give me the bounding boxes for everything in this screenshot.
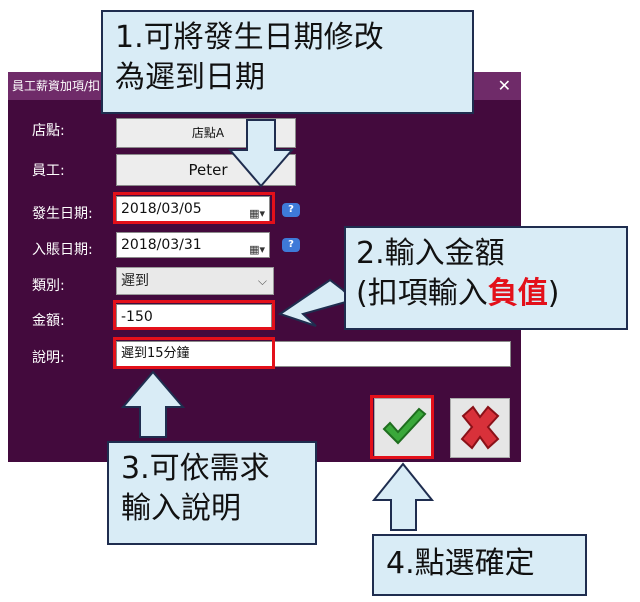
callout-step-2: 2.輸入金額 (扣項輸入負值) <box>344 226 628 330</box>
callout-step-4: 4.點選確定 <box>372 534 587 596</box>
callout-2-line-2-post: ) <box>547 276 560 311</box>
help-icon[interactable]: ? <box>282 238 300 252</box>
callout-step-3: 3.可依需求 輸入說明 <box>107 441 317 545</box>
callout-1-line-2: 為遲到日期 <box>115 60 265 95</box>
callout-2-line-2-pre: (扣項輸入 <box>356 276 488 311</box>
check-icon <box>382 407 427 445</box>
dialog-title: 員工薪資加項/扣 <box>12 79 101 93</box>
cancel-button[interactable] <box>450 398 510 458</box>
highlight-ok-button <box>370 395 434 459</box>
category-label: 類別: <box>32 278 65 294</box>
callout-step-1: 1.可將發生日期修改 為遲到日期 <box>101 10 474 114</box>
posting-date-label: 入賬日期: <box>32 242 93 258</box>
amount-label: 金額: <box>32 313 65 329</box>
highlight-amount <box>113 300 275 330</box>
amount-field[interactable]: -150 <box>116 304 272 328</box>
callout-2-line-1: 2.輸入金額 <box>356 236 505 271</box>
callout-2-line-2: (扣項輸入負值) <box>356 274 626 314</box>
arrow-diagonal-icon <box>277 278 355 327</box>
callout-4-line-1: 4.點選確定 <box>386 546 535 581</box>
highlight-description <box>113 337 275 369</box>
category-select[interactable]: 遲到 ⌵ <box>116 267 274 295</box>
occur-date-label: 發生日期: <box>32 206 93 222</box>
chevron-down-icon: ⌵ <box>257 274 267 288</box>
arrow-up-icon <box>120 370 186 438</box>
calendar-icon[interactable]: ▦▾ <box>249 243 265 256</box>
callout-3-line-1: 3.可依需求 <box>121 451 270 486</box>
store-label: 店點: <box>32 123 65 139</box>
x-icon <box>460 405 500 450</box>
callout-3-line-2: 輸入說明 <box>121 491 241 526</box>
close-icon[interactable]: ✕ <box>497 76 511 95</box>
employee-label: 員工: <box>32 163 65 179</box>
arrow-down-icon <box>227 119 295 188</box>
posting-date-field[interactable]: 2018/03/31 ▦▾ <box>116 232 270 258</box>
callout-1-line-1: 1.可將發生日期修改 <box>115 20 384 55</box>
category-value: 遲到 <box>121 273 149 289</box>
help-icon[interactable]: ? <box>282 203 300 217</box>
callout-2-negative-value: 負值 <box>487 276 548 311</box>
description-field[interactable]: 遲到15分鐘 <box>116 341 511 367</box>
posting-date-value: 2018/03/31 <box>121 237 202 253</box>
occur-date-value: 2018/03/05 <box>121 201 202 217</box>
calendar-icon[interactable]: ▦▾ <box>249 207 265 220</box>
description-label: 說明: <box>32 350 65 366</box>
arrow-up-icon <box>371 462 435 531</box>
highlight-occur-date <box>113 192 275 224</box>
